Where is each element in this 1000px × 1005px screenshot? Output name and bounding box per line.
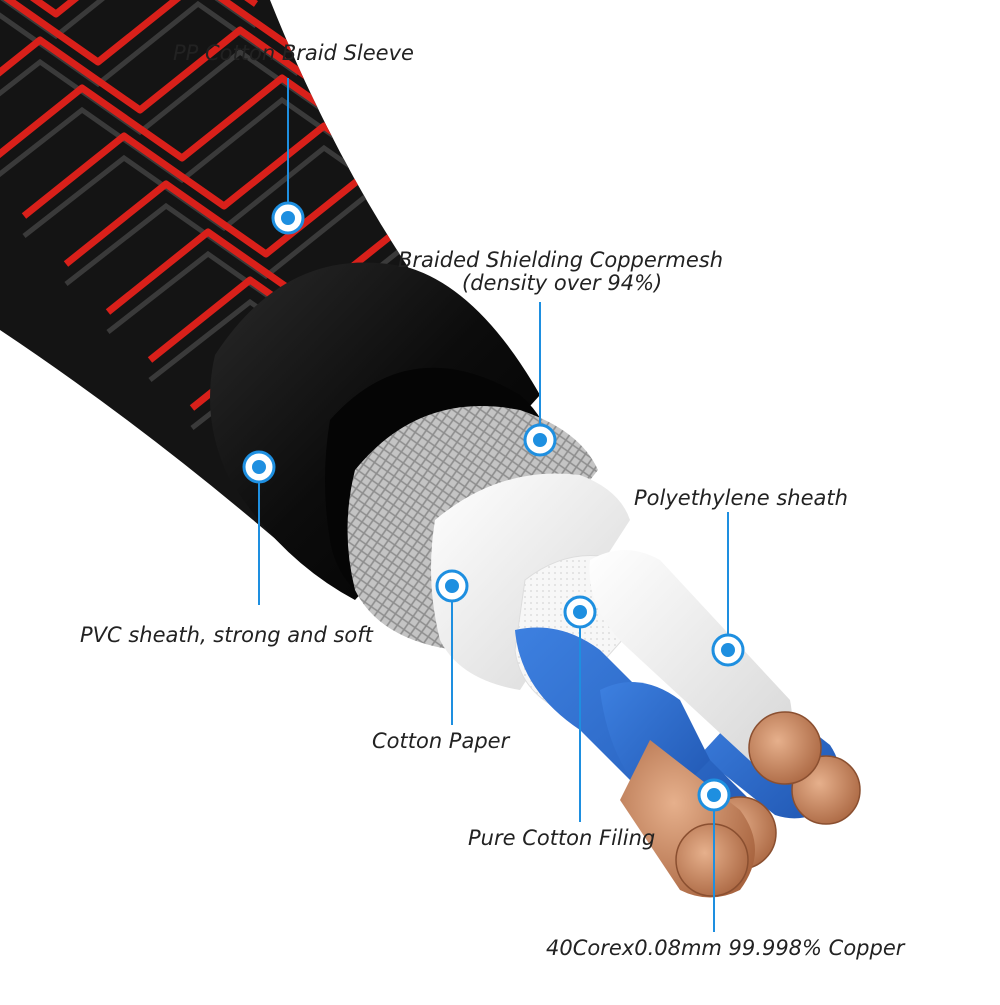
marker-paper [435, 569, 469, 603]
marker-pvc [242, 450, 276, 484]
label-shielding-density: (density over 94%) [462, 271, 663, 295]
label-pvc-sheath: PVC sheath, strong and soft [80, 623, 373, 647]
callout-markers [242, 78, 745, 932]
braid-chevron [0, 0, 301, 75]
label-pp-cotton-braid-sleeve: PP Cotton Braid Sleeve [173, 41, 414, 65]
marker-copper [697, 778, 731, 812]
label-cotton-paper: Cotton Paper [372, 729, 510, 753]
label-copper-core: 40Corex0.08mm 99.998% Copper [546, 936, 905, 960]
conductor-white [589, 550, 822, 785]
braid-chevron [0, 0, 259, 27]
marker-sleeve [271, 201, 305, 235]
marker-filling [563, 595, 597, 629]
marker-shield [523, 423, 557, 457]
braid-chevron [0, 26, 343, 123]
conductor-copper-front [620, 740, 755, 898]
marker-polyethylene [711, 633, 745, 667]
label-polyethylene-sheath: Polyethylene sheath [634, 486, 848, 510]
label-cotton-filling: Pure Cotton Filing [468, 826, 656, 850]
label-braided-shielding: Braided Shielding Coppermesh [398, 248, 724, 272]
